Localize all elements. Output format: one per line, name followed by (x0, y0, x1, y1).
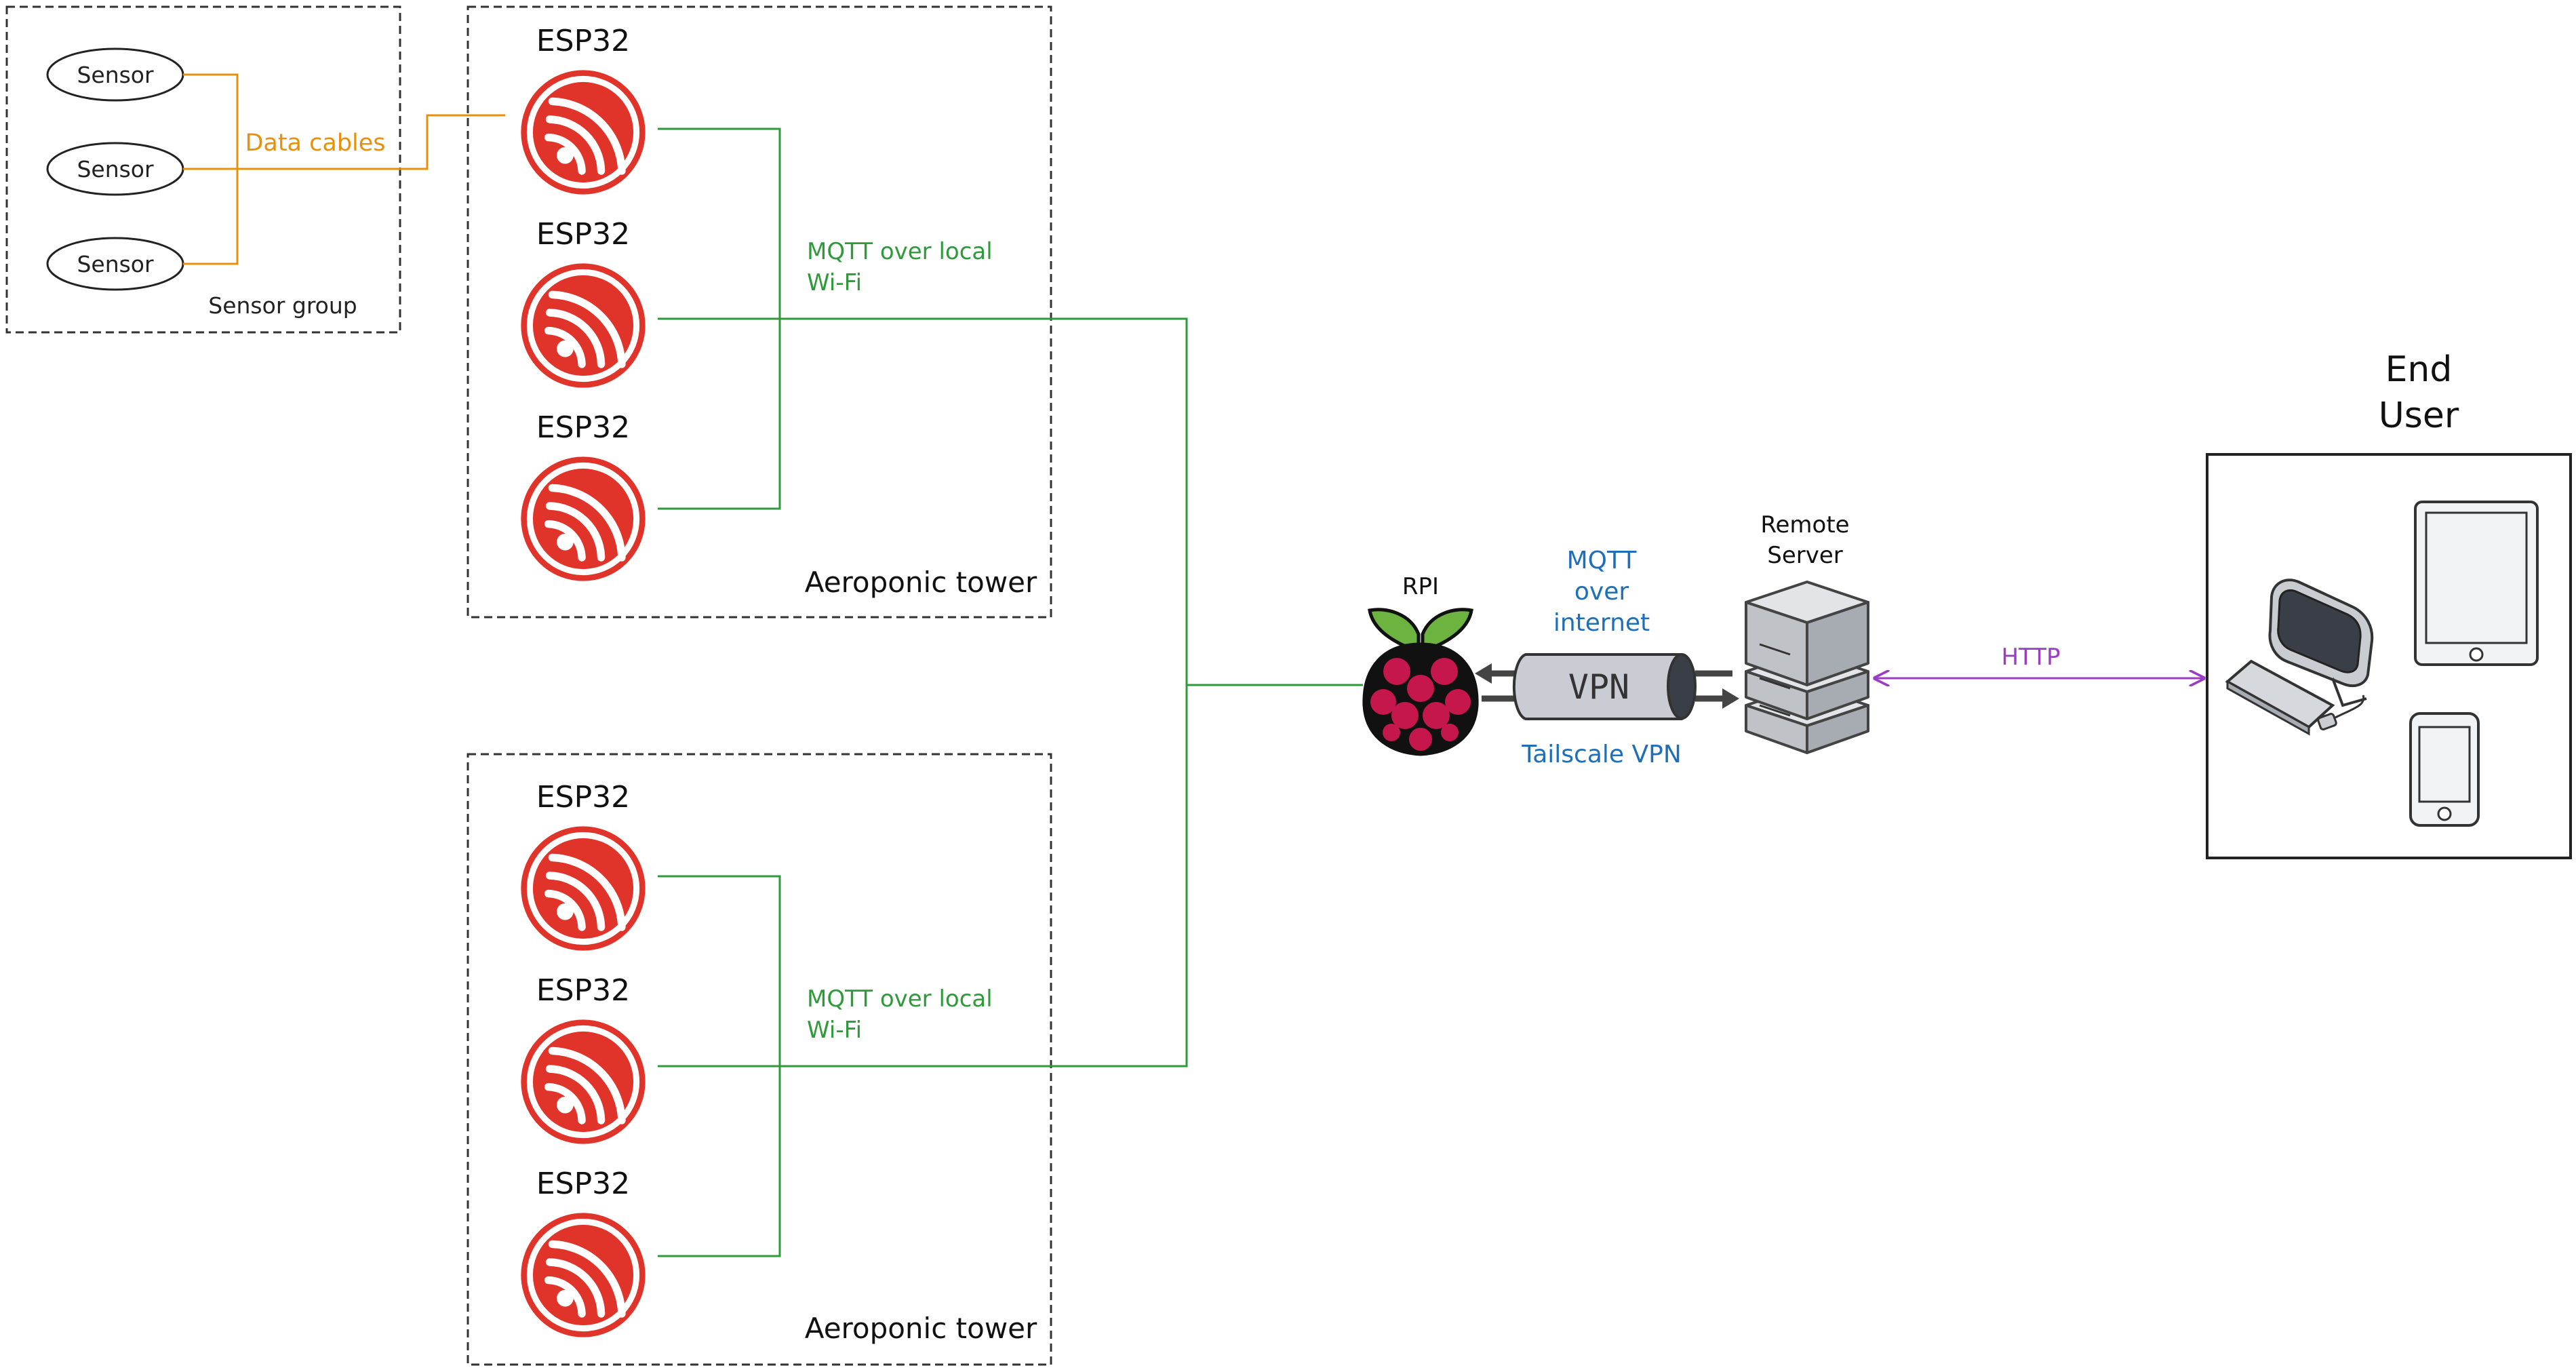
data-cables-label: Data cables (245, 130, 385, 157)
esp32-label: ESP32 (536, 973, 630, 1008)
server-label-line1: Remote (1760, 511, 1849, 539)
desktop-computer-icon (2225, 579, 2374, 736)
tower-label: Aeroponic tower (805, 566, 1037, 599)
esp32-logo (524, 73, 643, 192)
esp32-label: ESP32 (536, 24, 630, 58)
smartphone-icon (2409, 712, 2480, 827)
esp32-logo (524, 829, 643, 948)
vpn-bottom-label: Tailscale VPN (1521, 741, 1682, 768)
sensor-group: Sensor Sensor Sensor Sensor group (5, 5, 401, 334)
tower-1-wifi-links (658, 128, 1188, 685)
sensor-group-label: Sensor group (208, 292, 357, 319)
vpn-top-label-3: internet (1553, 609, 1650, 637)
end-user-label-line1: End (2385, 349, 2453, 390)
sensor-label: Sensor (77, 156, 154, 182)
vpn-top-label-1: MQTT (1567, 547, 1638, 574)
raspberry-pi: RPI (1362, 573, 1479, 756)
esp32-label: ESP32 (536, 780, 630, 815)
vpn-tunnel-text: VPN (1568, 667, 1629, 707)
sensor-label: Sensor (77, 62, 154, 88)
sensor-label: Sensor (77, 251, 154, 277)
aeroponic-tower-2: ESP32 ESP32 ESP32 Aeroponic tower (467, 753, 1052, 1366)
wifi-label-line2: Wi-Fi (807, 1017, 862, 1044)
wifi-label-line1: MQTT over local (807, 238, 993, 265)
sensor-node: Sensor (46, 47, 184, 102)
rpi-label: RPI (1402, 573, 1439, 600)
aeroponic-tower-1: ESP32 ESP32 ESP32 Aeroponic tower (467, 5, 1052, 619)
http-label: HTTP (2001, 644, 2060, 671)
esp32-label: ESP32 (536, 1167, 630, 1201)
data-cables (183, 73, 505, 265)
raspberry-pi-icon (1362, 608, 1479, 756)
remote-server: Remote Server (1745, 511, 1869, 754)
esp32-logo (524, 1216, 643, 1335)
end-user-label-line2: User (2379, 395, 2459, 436)
tablet-icon (2414, 501, 2539, 666)
esp32-label: ESP32 (536, 410, 630, 445)
tower-2-wifi-links (658, 685, 1188, 1257)
vpn-tunnel: VPN (1475, 653, 1739, 720)
wifi-label-line2: Wi-Fi (807, 269, 862, 296)
esp32-logo (524, 267, 643, 385)
wifi-label-line1: MQTT over local (807, 985, 993, 1013)
end-user-devices-frame (2206, 453, 2572, 859)
esp32-label: ESP32 (536, 217, 630, 252)
server-rack-icon (1745, 581, 1869, 754)
sensor-node: Sensor (46, 142, 184, 196)
server-label-line2: Server (1767, 542, 1843, 569)
esp32-logo (524, 460, 643, 579)
vpn-top-label-2: over (1574, 578, 1629, 606)
tower-label: Aeroponic tower (805, 1312, 1037, 1345)
end-user: End User (2206, 349, 2572, 859)
esp32-logo (524, 1023, 643, 1141)
sensor-node: Sensor (46, 237, 184, 291)
